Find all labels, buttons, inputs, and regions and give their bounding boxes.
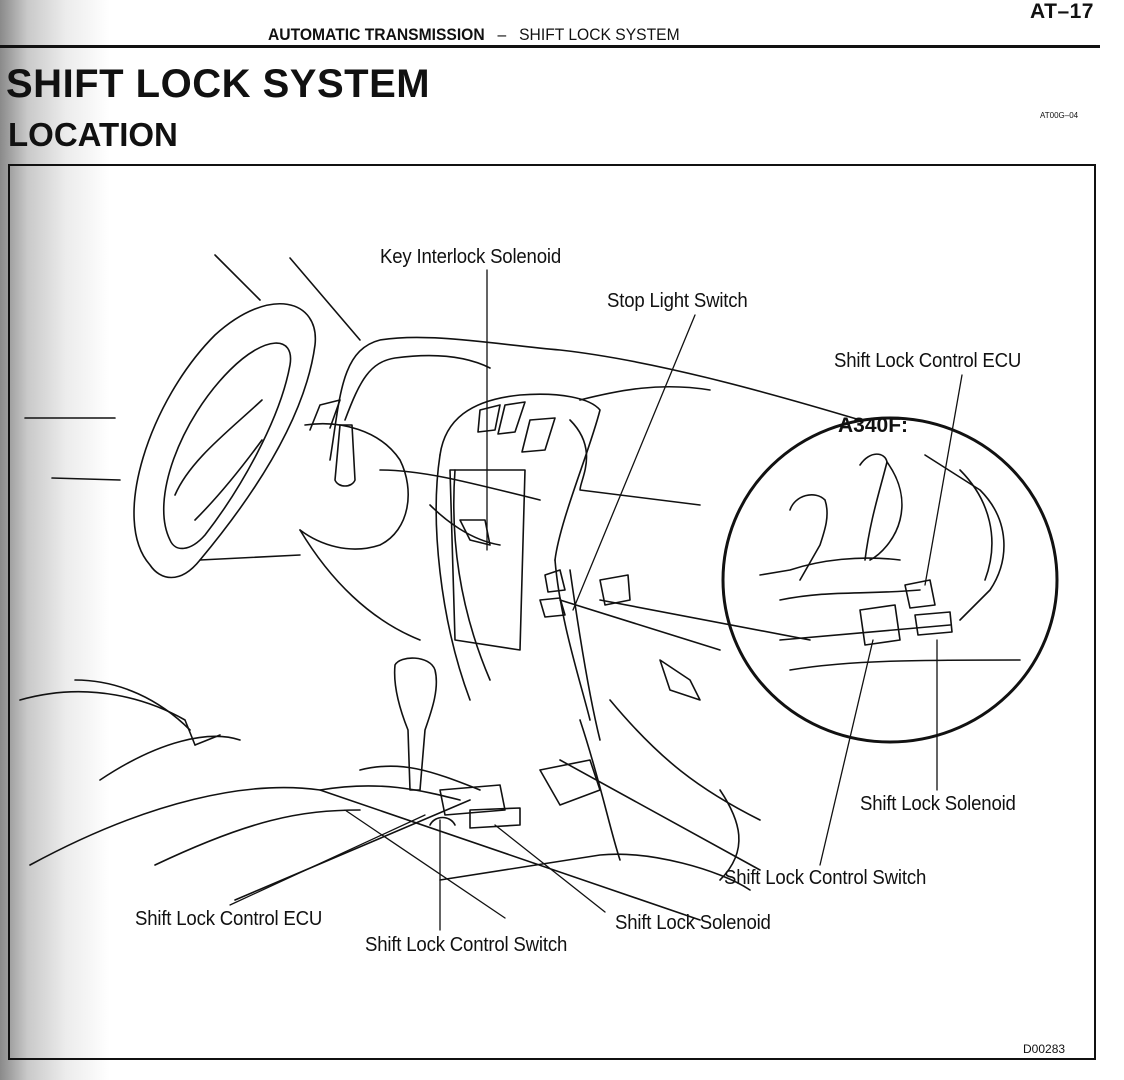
a340f-inset <box>721 416 1059 744</box>
page-number: AT–17 <box>1030 0 1094 23</box>
dashboard <box>309 336 861 881</box>
label-shift-lock-control-switch-inset: Shift Lock Control Switch <box>724 867 927 889</box>
label-key-interlock-solenoid: Key Interlock Solenoid <box>380 246 561 268</box>
label-shift-lock-solenoid-inset: Shift Lock Solenoid <box>860 793 1016 815</box>
inset-title: A340F: <box>838 414 909 437</box>
label-shift-lock-control-ecu-inset: Shift Lock Control ECU <box>834 350 1022 372</box>
figure-code: D00283 <box>1023 1042 1066 1056</box>
label-stop-light-switch: Stop Light Switch <box>607 290 748 312</box>
header-rule <box>0 45 1100 48</box>
section-title: SHIFT LOCK SYSTEM <box>6 62 431 106</box>
running-head: AUTOMATIC TRANSMISSION–SHIFT LOCK SYSTEM <box>268 25 680 45</box>
figure-frame <box>8 164 1096 1060</box>
running-head-chapter: AUTOMATIC TRANSMISSION <box>268 25 485 44</box>
leader-lines <box>229 269 963 931</box>
shift-lever-console <box>19 657 751 921</box>
label-shift-lock-solenoid: Shift Lock Solenoid <box>615 912 771 934</box>
running-head-separator: – <box>497 25 507 44</box>
left-background-lines <box>24 417 121 481</box>
sub-title: LOCATION <box>8 116 178 153</box>
steering-wheel <box>133 254 361 579</box>
label-shift-lock-control-ecu: Shift Lock Control ECU <box>135 908 323 930</box>
steering-column <box>199 422 421 641</box>
document-code: AT00G–04 <box>1040 111 1079 120</box>
running-head-section: SHIFT LOCK SYSTEM <box>519 25 680 44</box>
label-shift-lock-control-switch: Shift Lock Control Switch <box>365 934 568 956</box>
